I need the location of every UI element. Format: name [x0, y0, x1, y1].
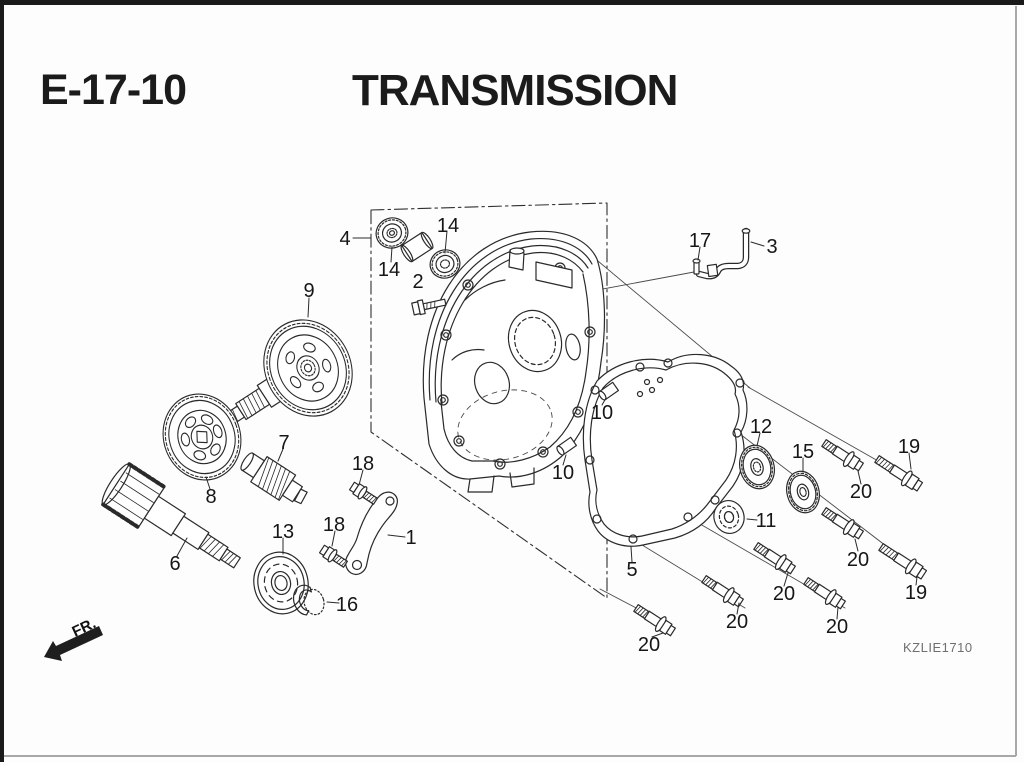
part-label-9: 9 [303, 280, 314, 302]
bolt-18 [347, 479, 380, 508]
pipe-clip [692, 258, 701, 275]
part-label-20: 20 [773, 583, 795, 605]
part-label-1: 1 [405, 527, 416, 549]
part-label-20: 20 [638, 634, 660, 656]
bolt-20 [818, 435, 867, 475]
part-label-14: 14 [437, 215, 459, 237]
part-label-16: 16 [336, 594, 358, 616]
part-label-5: 5 [626, 559, 637, 581]
part-label-18: 18 [352, 453, 374, 475]
dowel-pin [556, 436, 578, 456]
part-label-14: 14 [378, 259, 400, 281]
roller-2 [400, 231, 434, 263]
stopper-bracket-1 [345, 491, 398, 575]
part-label-11: 11 [756, 510, 777, 532]
page-border-bottom [4, 755, 1016, 757]
part-label-20: 20 [826, 616, 848, 638]
case-stud [411, 298, 447, 316]
ball-bearing-14 [429, 249, 461, 279]
ball-bearing-13 [253, 551, 309, 615]
part-label-3: 3 [766, 236, 777, 258]
bolt-19 [875, 539, 930, 583]
part-label-15: 15 [792, 441, 814, 463]
page-border-right [1015, 6, 1017, 756]
pinion-gear-7 [240, 452, 308, 505]
part-label-4: 4 [339, 228, 350, 250]
figure-code: KZLIE1710 [903, 640, 973, 655]
part-label-20: 20 [847, 549, 869, 571]
leader-lines [176, 230, 918, 638]
page-border-left [0, 0, 4, 762]
bolt-20 [818, 503, 867, 543]
part-label-17: 17 [689, 230, 711, 252]
bolt-20 [800, 573, 849, 613]
snap-ring-16 [292, 584, 325, 616]
front-direction: FR. [44, 615, 103, 661]
section-code: E-17-10 [40, 66, 187, 114]
ball-bearing-12 [739, 444, 775, 490]
bolt-19 [871, 451, 926, 495]
page-title: TRANSMISSION [352, 66, 678, 115]
oil-seal-15 [786, 470, 820, 514]
group-box [370, 202, 608, 599]
final-gear-9 [263, 319, 353, 417]
part-label-19: 19 [898, 436, 920, 458]
gasket-holes [585, 358, 745, 544]
part-label-18: 18 [323, 514, 345, 536]
part-label-20: 20 [726, 611, 748, 633]
part-label-20: 20 [850, 481, 872, 503]
drive-shaft-6 [101, 462, 241, 569]
part-label-8: 8 [205, 486, 216, 508]
bolt-18 [317, 542, 350, 571]
page-border-top [0, 0, 1024, 5]
part-label-10: 10 [552, 462, 574, 484]
counter-gear-8 [162, 393, 242, 481]
part-label-12: 12 [750, 416, 772, 438]
ball-bearing-11 [713, 499, 745, 535]
part-label-6: 6 [169, 553, 180, 575]
ball-bearing-14 [375, 217, 409, 249]
part-label-19: 19 [905, 582, 927, 604]
fr-arrow-icon [44, 626, 103, 661]
part-label-13: 13 [272, 521, 294, 543]
part-label-2: 2 [412, 271, 423, 293]
breather-pipe [695, 227, 751, 280]
transmission-case [411, 230, 606, 493]
part-label-7: 7 [278, 432, 289, 454]
part-label-10: 10 [591, 402, 613, 424]
